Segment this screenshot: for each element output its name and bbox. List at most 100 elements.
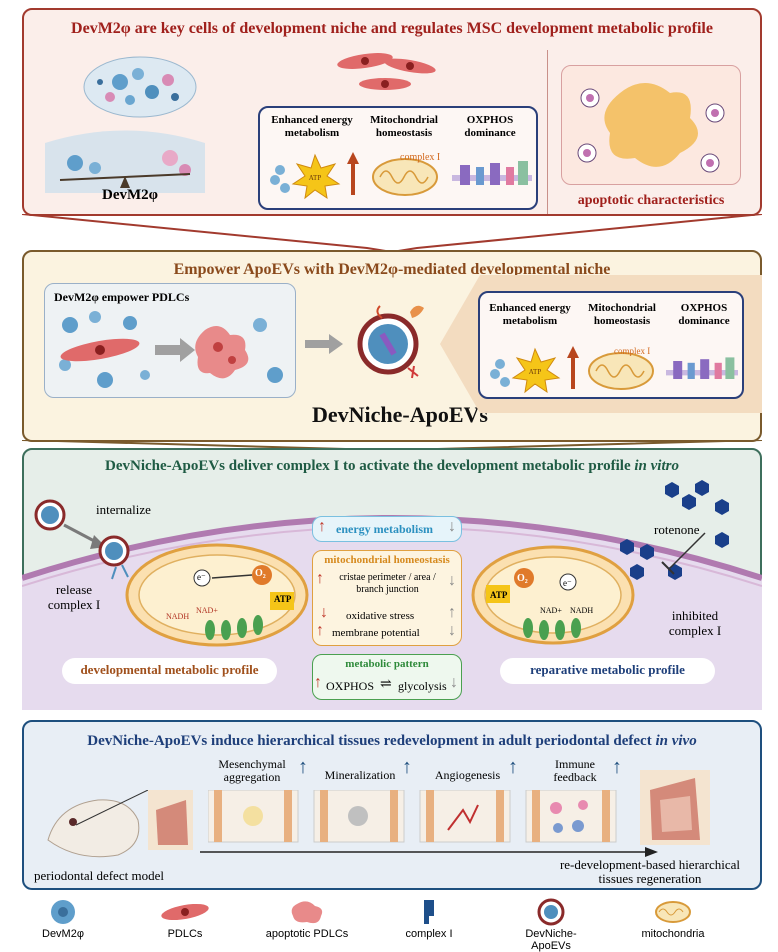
left-nadh-label: NADH	[166, 612, 190, 621]
right-o2-label: O₂	[517, 573, 528, 584]
mitochondria-icon	[372, 158, 438, 196]
glycolysis-label: glycolysis	[398, 679, 447, 693]
energy-metabolism-box	[312, 516, 462, 542]
pdlc-empower-illustration	[59, 311, 283, 388]
right-nadh-label: NAD+	[540, 606, 562, 615]
panel-4-title: DevNiche-ApoEVs induce hierarchical tiss…	[22, 733, 762, 750]
dev-profile-label-box	[62, 658, 277, 684]
rotenone-molecules	[620, 480, 729, 580]
dev-profile-label: developmental metabolic profile	[80, 662, 259, 677]
membrane-down-arrow: ↓	[448, 622, 456, 639]
devniche-apoev-small-icon	[537, 898, 565, 926]
left-nad-label: NAD+	[196, 606, 218, 615]
panel-2-features-box	[478, 291, 744, 399]
apoptotic-label: apoptotic characteristics	[577, 193, 725, 208]
devniche-apoev-icon	[357, 305, 424, 379]
flow-arrow-2	[305, 334, 343, 354]
timeline-arrow	[200, 847, 658, 857]
step-up-arrow-3: ↑	[612, 756, 622, 778]
p2-mitochondria-icon	[588, 352, 654, 390]
right-atp-label: ATP	[490, 590, 508, 600]
release-complex-label: release complex I	[47, 582, 101, 612]
complex-i-icon	[424, 900, 434, 924]
legend-complex-i: complex I	[384, 898, 474, 940]
devniche-apoevs-title: DevNiche-ApoEVs	[312, 402, 488, 427]
legend-mitochondria-label: mitochondria	[641, 928, 705, 940]
empower-subbox-title: DevM2φ empower PDLCs	[54, 290, 190, 304]
regenerated-tissue-illustration	[640, 770, 710, 845]
p2-feature-energy: Enhanced energy metabolism	[489, 302, 571, 327]
outcome-label: re-development-based hierarchical tissue…	[559, 857, 741, 886]
step-label-1: Mineralization	[324, 768, 396, 782]
p2-feature-oxphos: OXPHOS dominance	[678, 302, 730, 327]
ev-internalize-illustration	[34, 499, 130, 580]
membrane-up-arrow: ↑	[316, 622, 324, 639]
atp-energy-icon: ATP	[270, 152, 359, 200]
metabolic-pattern-label: metabolic pattern	[345, 658, 429, 670]
panel-1-divider	[547, 50, 548, 214]
membrane-label: membrane potential	[332, 627, 420, 639]
step-label-2: Angiogenesis	[434, 768, 501, 782]
left-e-label: e⁻	[197, 572, 206, 582]
balance-illustration	[45, 130, 205, 193]
legend-pdlcs: PDLCs	[140, 898, 230, 940]
cristae-down-arrow: ↓	[448, 572, 456, 589]
p2-feature-mito: Mitochondrial homeostasis	[588, 302, 656, 327]
legend-devm2: DevM2φ	[18, 898, 108, 940]
legend-devniche-label: DevNiche-ApoEVs	[525, 928, 577, 952]
rotenone-label: rotenone	[654, 522, 700, 537]
panel-1-title: DevM2φ are key cells of development nich…	[71, 20, 713, 37]
rat-model-illustration	[47, 790, 193, 858]
feature-energy: Enhanced energy metabolism	[271, 114, 353, 139]
oxidative-label: oxidative stress	[346, 610, 415, 622]
internalize-label: internalize	[96, 502, 151, 517]
step-up-arrow-0: ↑	[298, 756, 308, 778]
panel-3-title: DevNiche-ApoEVs deliver complex I to act…	[22, 458, 762, 475]
cristae-label: cristae perimeter / area / branch juncti…	[339, 572, 436, 595]
feature-oxphos: OXPHOS dominance	[464, 114, 516, 139]
cristae-up-arrow: ↑	[316, 570, 324, 587]
pdlc-cell-icon	[161, 903, 209, 921]
devm2-cluster-illustration	[83, 56, 197, 118]
periodontal-model-label: periodontal defect model	[34, 868, 164, 883]
step-label-3: Immune feedback	[553, 757, 597, 784]
svg-text:ATP: ATP	[309, 174, 322, 182]
panel-2-title: Empower ApoEVs with DevM2φ-mediated deve…	[173, 261, 611, 278]
legend-apoptotic-label: apoptotic PDLCs	[265, 928, 349, 940]
legend-complex-i-label: complex I	[405, 928, 453, 940]
mito-homeostasis-box	[312, 550, 462, 646]
devm2-cell-icon	[51, 900, 75, 924]
oxphos-label: OXPHOS	[326, 679, 375, 693]
svg-text:ATP: ATP	[529, 368, 542, 376]
step-up-arrow-1: ↑	[402, 756, 412, 778]
panel-4-title-main: DevNiche-ApoEVs induce hierarchical tiss…	[87, 733, 652, 749]
pdlc-cells-illustration	[337, 53, 436, 90]
apoptotic-illustration	[577, 83, 725, 173]
feature-mito: Mitochondrial homeostasis	[370, 114, 438, 139]
p2-oxphos-chain-icon	[666, 357, 738, 379]
complex-i-label: complex I	[400, 152, 441, 163]
legend-pdlcs-label: PDLCs	[167, 928, 203, 940]
mitochondria-small-icon	[655, 901, 691, 923]
legend-devm2-label: DevM2φ	[42, 928, 84, 940]
oxphos-up-arrow: ↑	[314, 674, 322, 691]
left-o2-label: O₂	[255, 568, 266, 579]
mito-homeostasis-label: mitochondrial homeostasis	[324, 554, 450, 566]
inhibited-complex-label: inhibited complex I	[668, 608, 722, 638]
left-atp-label: ATP	[274, 594, 292, 604]
metabolic-pattern-box	[312, 654, 462, 700]
p2-complex-i-label: complex I	[614, 346, 651, 356]
glycolysis-down-arrow: ↓	[450, 674, 458, 691]
right-mitochondrion	[471, 545, 635, 645]
empower-subbox	[44, 283, 296, 398]
left-mitochondrion	[125, 543, 309, 647]
oxidative-down-arrow: ↓	[320, 604, 328, 621]
rep-profile-label-box	[500, 658, 715, 684]
rep-profile-label: reparative metabolic profile	[530, 662, 685, 677]
flow-arrow-1	[22, 214, 762, 254]
energy-down-arrow: ↓	[448, 518, 456, 535]
energy-up-arrow: ↑	[318, 518, 326, 535]
equilibrium-icon: ⇌	[380, 677, 392, 692]
energy-metabolism-label: energy metabolism	[336, 522, 433, 536]
devm2-label: DevM2φ	[101, 187, 158, 203]
